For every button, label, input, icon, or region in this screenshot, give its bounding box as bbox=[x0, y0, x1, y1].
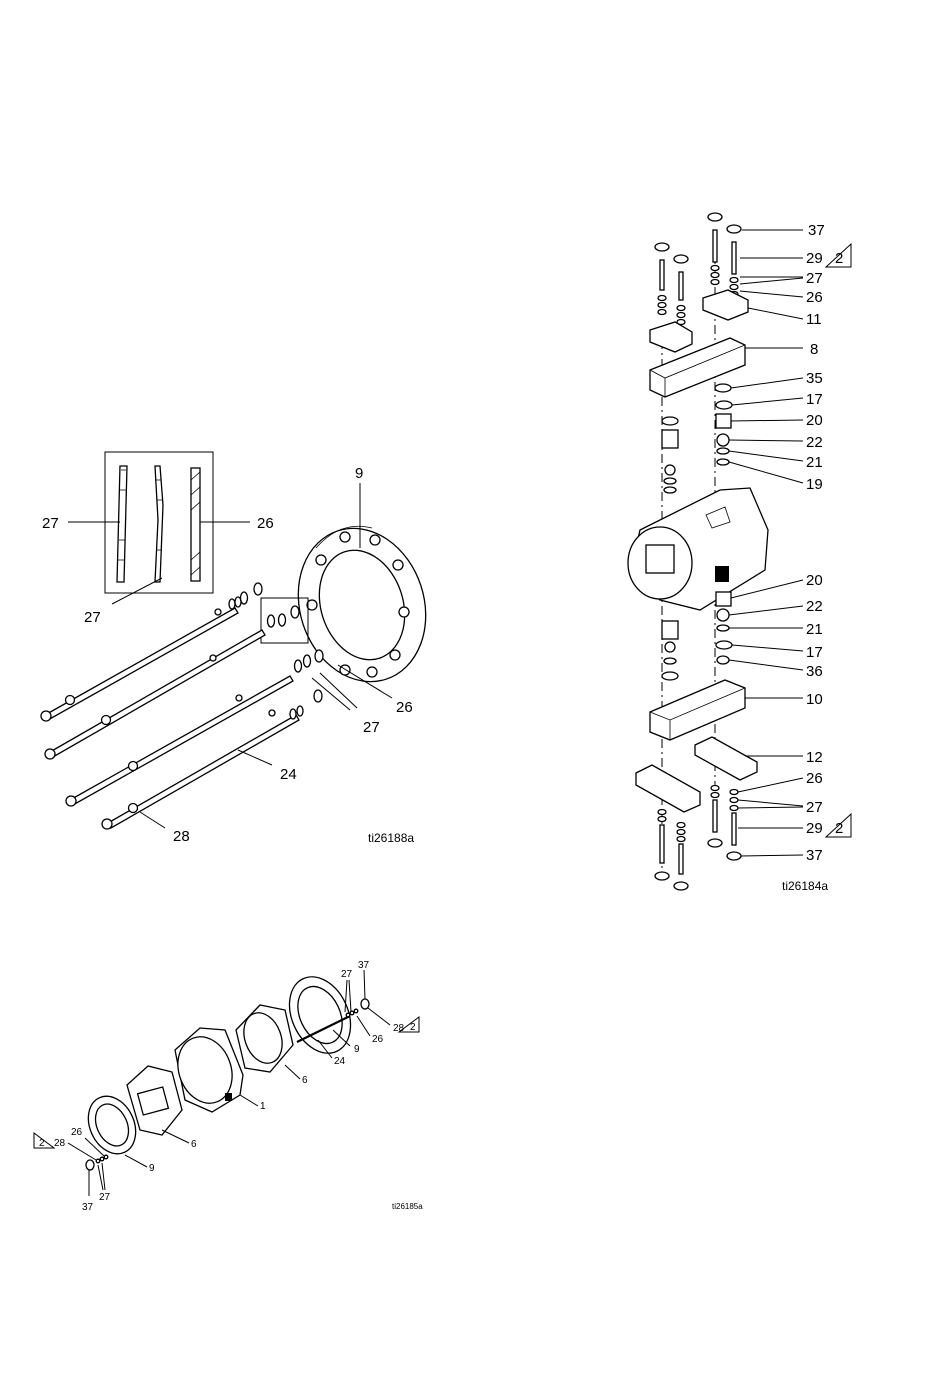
callout-27-bottom: 27 bbox=[806, 799, 823, 816]
callout-19: 19 bbox=[806, 476, 823, 493]
cover-flange-9 bbox=[279, 512, 445, 699]
callout-29-top: 29 bbox=[806, 250, 823, 267]
callout-2-h-left: 2 bbox=[39, 1138, 45, 1149]
callout-27-h-right: 27 bbox=[341, 969, 353, 980]
figure-horizontal-exploded: 37 27 28 2 26 9 24 6 1 6 9 26 2 28 27 37… bbox=[34, 960, 423, 1213]
callout-20-top: 20 bbox=[806, 412, 823, 429]
callout-37-top: 37 bbox=[808, 222, 825, 239]
callout-10: 10 bbox=[806, 691, 823, 708]
foot-12-left bbox=[636, 765, 700, 812]
washer-section-27-mid bbox=[155, 466, 163, 582]
callout-21-top: 21 bbox=[806, 454, 823, 471]
callout-24-h: 24 bbox=[334, 1056, 346, 1067]
manifold-10 bbox=[650, 680, 745, 740]
callout-2-bottom: 2 bbox=[835, 820, 843, 837]
callout-12: 12 bbox=[806, 749, 823, 766]
saddle-11-right bbox=[703, 290, 748, 320]
saddle-11-left bbox=[650, 322, 692, 352]
callout-17-top: 17 bbox=[806, 391, 823, 408]
check-valve-stack-upper bbox=[662, 384, 732, 493]
callout-28-h-left: 28 bbox=[54, 1138, 66, 1149]
callout-26-bottom: 26 bbox=[806, 770, 823, 787]
figure-vertical-exploded: 37 29 2 27 26 11 8 35 17 20 22 21 19 20 … bbox=[628, 213, 851, 893]
callout-37-bottom: 37 bbox=[806, 847, 823, 864]
callout-27-h-left: 27 bbox=[99, 1192, 111, 1203]
callout-21-bottom: 21 bbox=[806, 621, 823, 638]
callout-28-h-right: 28 bbox=[393, 1023, 405, 1034]
callout-9: 9 bbox=[355, 465, 363, 482]
callout-26-h-left: 26 bbox=[71, 1127, 83, 1138]
callout-2-top: 2 bbox=[835, 250, 843, 267]
figure-code-ti26185a: ti26185a bbox=[392, 1202, 423, 1211]
callout-27-inset-left: 27 bbox=[42, 515, 59, 532]
callout-9-h-right: 9 bbox=[354, 1044, 360, 1055]
fluid-cover-6-right bbox=[236, 1005, 293, 1072]
callout-1-h: 1 bbox=[260, 1101, 266, 1112]
callout-26-h-right: 26 bbox=[372, 1034, 384, 1045]
callout-17-bottom: 17 bbox=[806, 644, 823, 661]
callout-2-h-right: 2 bbox=[410, 1022, 416, 1033]
callout-26-inset: 26 bbox=[257, 515, 274, 532]
callout-27-inset-bottom: 27 bbox=[84, 609, 101, 626]
washer-section-26 bbox=[191, 468, 200, 581]
callout-29-bottom: 29 bbox=[806, 820, 823, 837]
callout-6-h-left: 6 bbox=[191, 1139, 197, 1150]
callout-11: 11 bbox=[806, 311, 822, 328]
figure-code-ti26184a: ti26184a bbox=[782, 879, 828, 893]
callout-9-h-left: 9 bbox=[149, 1163, 155, 1174]
callout-36: 36 bbox=[806, 663, 823, 680]
callout-35: 35 bbox=[806, 370, 823, 387]
foot-12-right bbox=[695, 737, 757, 780]
center-housing bbox=[628, 488, 768, 610]
callout-27-top: 27 bbox=[806, 270, 823, 287]
callout-22-top: 22 bbox=[806, 434, 823, 451]
washer-section-27-left bbox=[117, 466, 127, 582]
callout-8: 8 bbox=[810, 341, 818, 358]
callout-24: 24 bbox=[280, 766, 297, 783]
callout-37-h-left: 37 bbox=[82, 1202, 94, 1213]
callout-26: 26 bbox=[396, 699, 413, 716]
callout-22-bottom: 22 bbox=[806, 598, 823, 615]
figure-tie-rod-detail: 9 27 26 27 26 27 24 28 ti26188a bbox=[41, 452, 445, 845]
callout-26-top: 26 bbox=[806, 289, 823, 306]
center-housing-1 bbox=[169, 1028, 243, 1112]
callout-6-h-right: 6 bbox=[302, 1075, 308, 1086]
callout-28: 28 bbox=[173, 828, 190, 845]
figure-code-ti26188a: ti26188a bbox=[368, 831, 414, 845]
callout-27: 27 bbox=[363, 719, 380, 736]
callout-37-h-right: 37 bbox=[358, 960, 370, 971]
callout-20-bottom: 20 bbox=[806, 572, 823, 589]
